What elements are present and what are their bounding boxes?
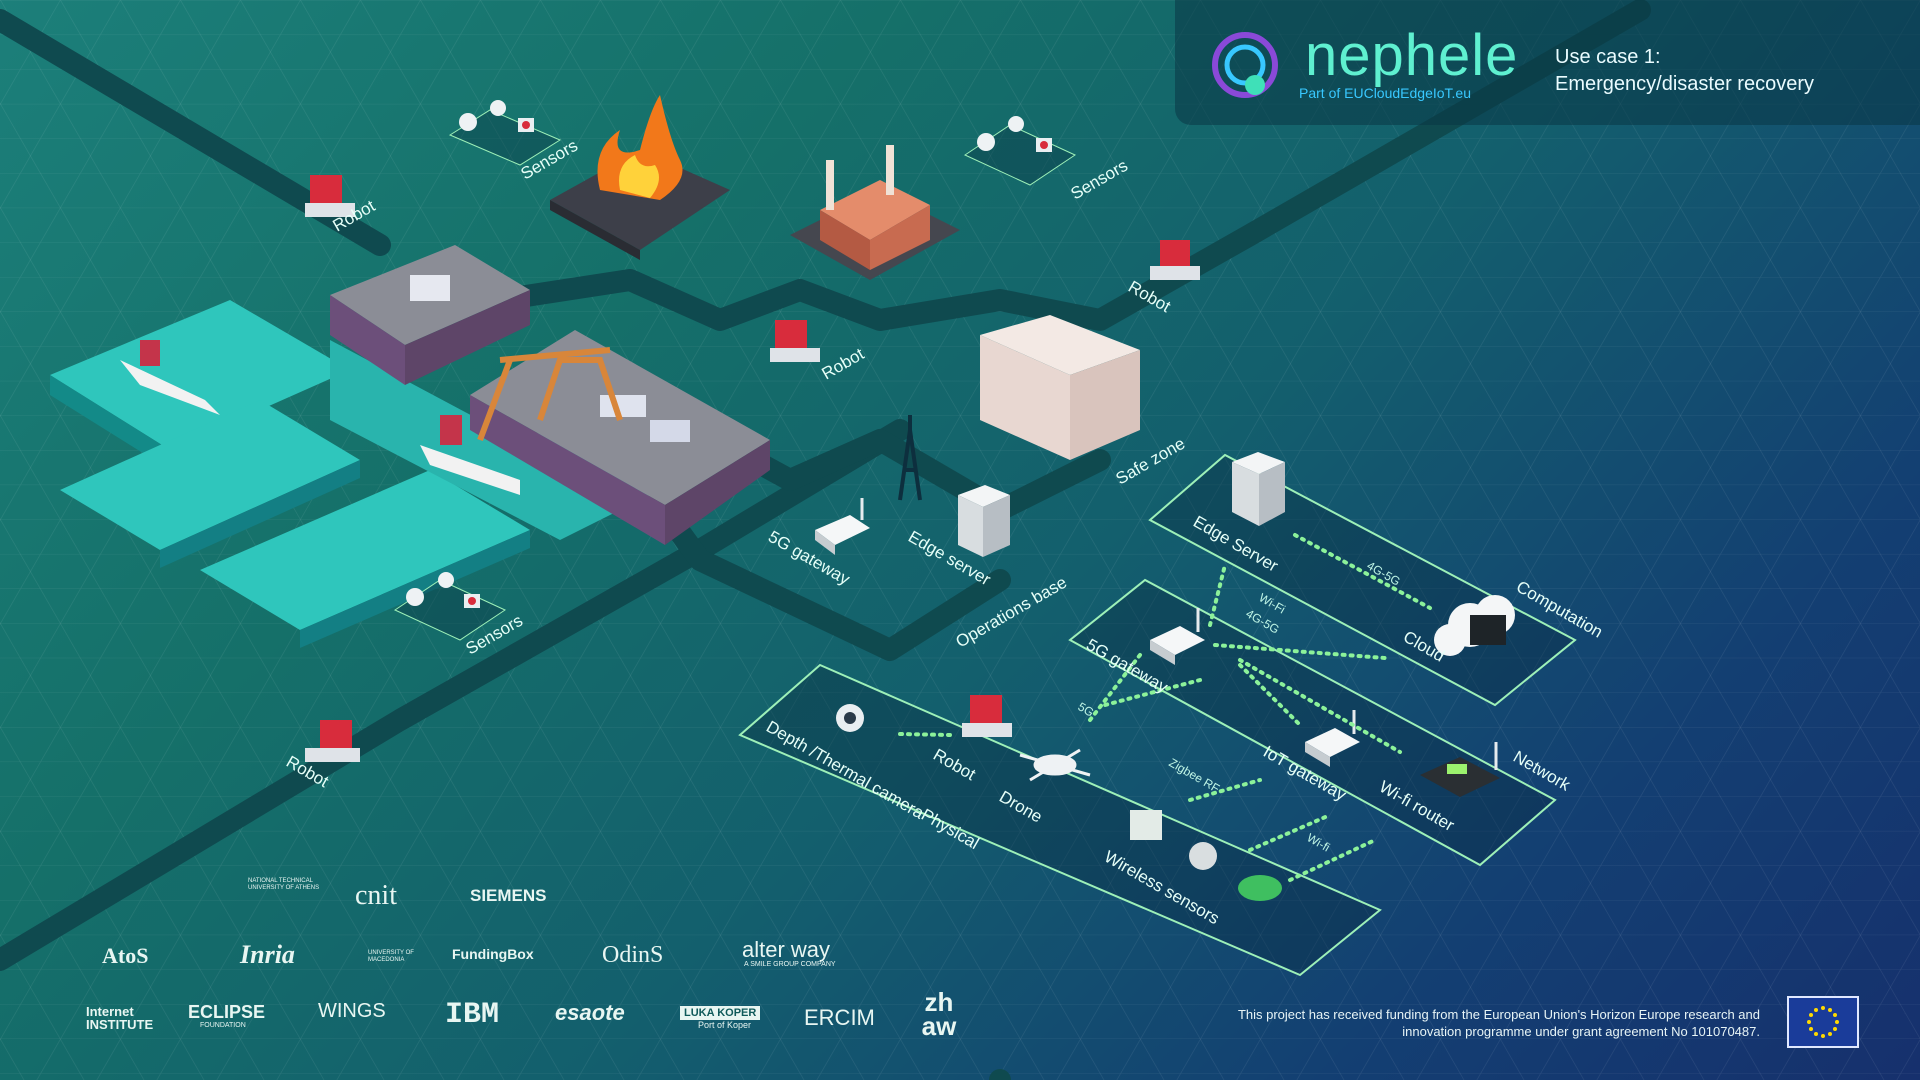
server-rack-icon bbox=[958, 485, 1010, 557]
connection-links bbox=[898, 533, 1432, 882]
logo-wings: WINGS bbox=[318, 1000, 386, 1022]
logo-internet-institute: Internet INSTITUTE bbox=[86, 1004, 154, 1032]
robot-icon bbox=[770, 320, 820, 362]
logo-cnit: cnit bbox=[355, 880, 397, 911]
logo-inria: Inria bbox=[240, 940, 295, 969]
router-icon bbox=[1420, 742, 1500, 797]
logo-luka-koper: LUKA KOPER bbox=[680, 1006, 761, 1020]
router-icon bbox=[1150, 608, 1205, 665]
logo-eclipse-sub: FOUNDATION bbox=[200, 1022, 246, 1029]
network-panel bbox=[1068, 578, 1557, 867]
logo-fundingbox: FundingBox bbox=[452, 946, 534, 962]
operations-base bbox=[815, 415, 1010, 557]
robot-icon bbox=[305, 175, 355, 217]
brand-title: nephele bbox=[1305, 23, 1519, 88]
logo-eclipse: ECLIPSE bbox=[188, 1002, 266, 1022]
router-icon bbox=[1305, 710, 1360, 767]
use-case-line1: Use case 1: bbox=[1555, 46, 1661, 68]
logo-ercim: ERCIM bbox=[804, 1005, 875, 1030]
logo-alterway-sub: A SMILE GROUP COMPANY bbox=[744, 961, 836, 968]
logo-esaote: esaote bbox=[555, 1000, 625, 1025]
funding-line1: This project has received funding from t… bbox=[1237, 1007, 1760, 1022]
fire-icon bbox=[550, 95, 730, 260]
use-case-line2: Emergency/disaster recovery bbox=[1555, 73, 1814, 95]
brand-subtitle: Part of EUCloudEdgeIoT.eu bbox=[1299, 85, 1471, 101]
ship-icon bbox=[120, 340, 220, 415]
logo-odins: OdinS bbox=[602, 942, 664, 968]
crane-icon bbox=[477, 347, 623, 442]
logo-ibm: IBM bbox=[445, 998, 500, 1032]
server-rack-icon bbox=[1232, 452, 1285, 526]
eu-flag-icon bbox=[1787, 996, 1859, 1048]
factory-icon bbox=[790, 145, 960, 280]
sensor-icon bbox=[963, 116, 1077, 186]
use-case-title: Use case 1: Emergency/disaster recovery bbox=[1555, 44, 1814, 98]
logo-ntua: NATIONAL TECHNICAL UNIVERSITY OF ATHENS bbox=[248, 878, 320, 891]
sensor-icon bbox=[393, 572, 507, 641]
cloud-icon bbox=[1434, 595, 1515, 656]
drone-icon bbox=[1019, 748, 1091, 782]
robot-icon bbox=[962, 695, 1012, 737]
robot-icon bbox=[1150, 240, 1200, 280]
router-icon bbox=[815, 498, 870, 555]
ship-icon bbox=[420, 415, 520, 495]
logo-zhaw: zh aw bbox=[921, 987, 957, 1041]
camera-icon bbox=[836, 704, 864, 732]
sensor-icon bbox=[448, 100, 562, 166]
wireless-sensor-icons bbox=[1130, 810, 1282, 901]
link-label: 5G bbox=[1076, 699, 1097, 719]
port-area bbox=[50, 245, 770, 648]
nephele-logo-icon bbox=[1212, 32, 1278, 98]
physical-panel bbox=[738, 663, 1382, 977]
safe-zone-building bbox=[980, 315, 1140, 460]
funding-line2: innovation programme under grant agreeme… bbox=[1402, 1024, 1760, 1039]
robot-icon bbox=[305, 720, 360, 762]
logo-alterway: alter way bbox=[742, 937, 831, 962]
header-panel bbox=[1175, 0, 1920, 125]
logo-uom: UNIVERSITY OF MACEDONIA bbox=[368, 950, 414, 963]
funding-notice: This project has received funding from t… bbox=[1030, 1006, 1760, 1040]
eu-stars bbox=[1807, 1006, 1839, 1038]
cell-tower-icon bbox=[898, 415, 922, 501]
logo-siemens: SIEMENS bbox=[470, 886, 547, 905]
logo-luka-koper-sub: Port of Koper bbox=[698, 1020, 752, 1030]
logo-atos: AtoS bbox=[102, 943, 149, 968]
